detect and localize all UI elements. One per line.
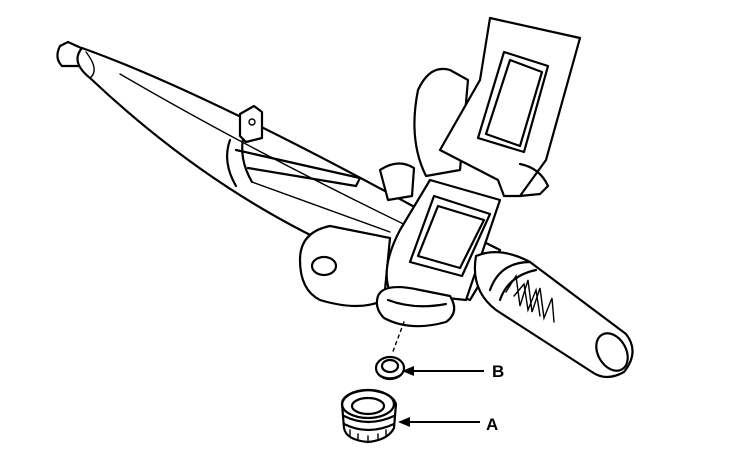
callout-b: B xyxy=(402,362,504,381)
alignment-axis xyxy=(391,321,405,355)
mounting-bracket xyxy=(298,162,416,308)
rack-end xyxy=(473,251,634,379)
part-a-yoke-plug xyxy=(340,388,398,444)
part-b-spring xyxy=(374,355,406,381)
callout-a: A xyxy=(398,415,498,434)
callout-label-b: B xyxy=(492,362,504,381)
rack-housing xyxy=(56,40,502,302)
pinion-housing xyxy=(375,16,582,328)
callout-label-a: A xyxy=(486,415,498,434)
